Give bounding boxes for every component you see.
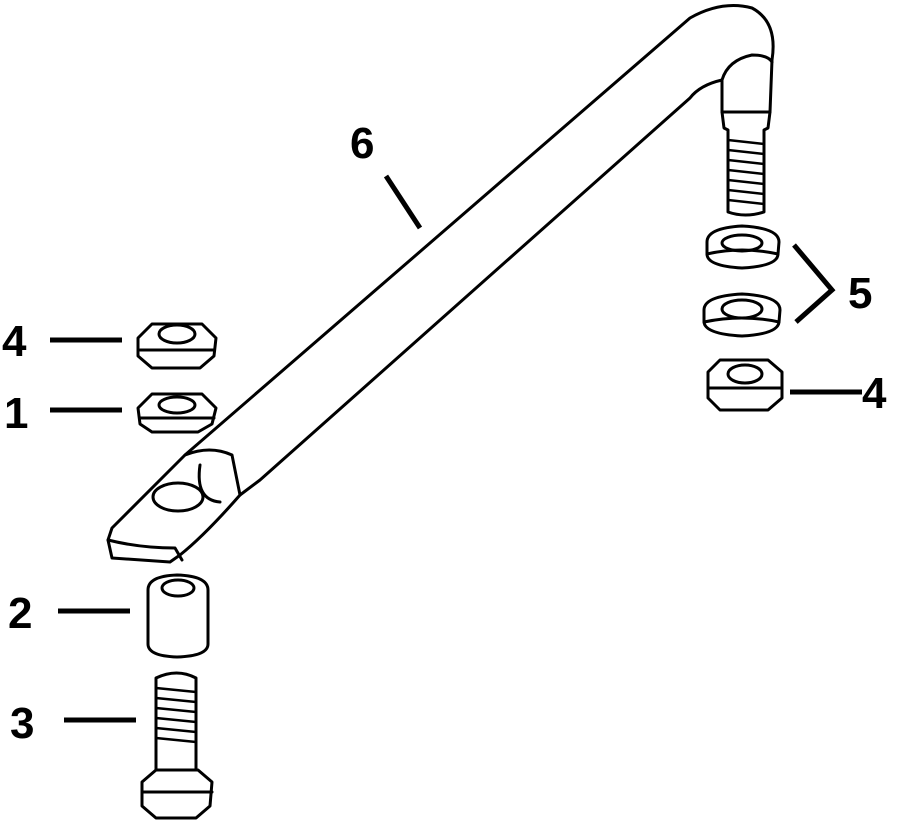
spacer-sleeve <box>146 573 210 659</box>
callout-6: 6 <box>350 119 374 168</box>
hex-bolt <box>140 671 214 820</box>
leader-6 <box>383 174 423 230</box>
callout-4-left: 4 <box>2 317 27 366</box>
callout-labels: 6 4 1 2 3 5 4 <box>2 119 887 748</box>
hex-nut-left <box>136 322 218 370</box>
callout-2: 2 <box>8 589 32 638</box>
hex-nut-right <box>706 358 784 412</box>
callout-3: 3 <box>10 699 34 748</box>
rod-threaded-stud <box>720 110 772 217</box>
leader-lines <box>50 174 862 723</box>
bracket-5 <box>792 243 836 324</box>
callout-5: 5 <box>848 269 872 318</box>
jam-nut <box>136 392 218 434</box>
washer-top <box>705 224 781 270</box>
callout-4-right: 4 <box>862 369 887 418</box>
callout-1: 1 <box>4 389 28 438</box>
washer-bottom <box>702 292 782 338</box>
link-rod <box>106 4 775 564</box>
